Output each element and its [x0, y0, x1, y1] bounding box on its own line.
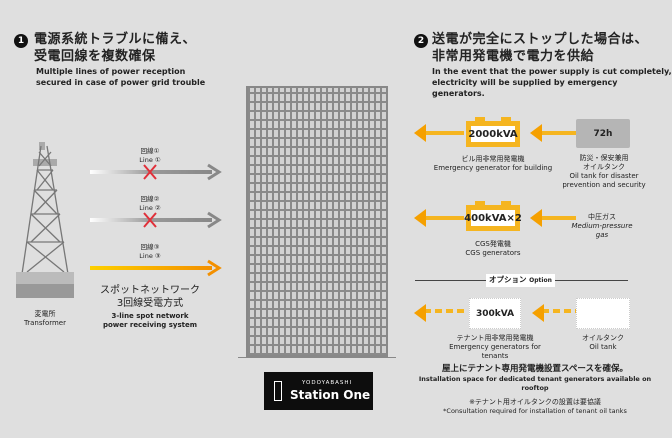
label-jp: 回線③ — [140, 243, 160, 251]
rooftop-jp: 屋上にテナント専用発電機設置スペースを確保。 — [442, 364, 628, 374]
label-en: Medium-pressure gas — [571, 222, 633, 239]
title-line: 送電が完全にストップした場合は、 — [432, 32, 649, 47]
label-en: Line ② — [139, 203, 161, 212]
label-jp: ビル用非常用発電機 — [461, 155, 525, 163]
step-1-badge: 1 — [14, 34, 28, 48]
spot-network-caption: スポットネットワーク 3回線受電方式 3-line spot network p… — [88, 284, 212, 330]
subtitle-line: secured in case of power grid trouble — [36, 78, 206, 87]
ground-line — [238, 357, 396, 358]
label-jp: CGS発電機 — [475, 240, 511, 248]
label-en: Oil tank for disaster — [569, 172, 639, 180]
label-jp: オイルタンク — [583, 163, 625, 171]
section1-subtitle: Multiple lines of power reception secure… — [36, 66, 205, 88]
section2-title: 送電が完全にストップした場合は、 非常用発電機で電力を供給 — [432, 31, 648, 65]
note-en: *Consultation required for installation … — [443, 407, 627, 415]
step-2-badge: 2 — [414, 34, 428, 48]
dashed-arrow-left-icon — [414, 304, 464, 322]
line-2-failure-x-icon — [143, 212, 157, 228]
label-en: Line ③ — [139, 251, 161, 260]
label-en: prevention and security — [562, 181, 646, 189]
generator-flow-arrows — [414, 124, 576, 322]
tenant-oil-tank-box — [576, 298, 630, 329]
dashed-arrow-left-icon — [532, 304, 576, 322]
line-3-arrow — [90, 259, 222, 277]
station-one-logo: YODOYABASHI Station One — [264, 372, 373, 410]
rooftop-note: 屋上にテナント専用発電機設置スペースを確保。 Installation spac… — [410, 364, 660, 416]
label-jp: 中圧ガス — [588, 213, 616, 221]
caption-jp: 3回線受電方式 — [116, 298, 184, 309]
arrow-left-icon — [530, 124, 576, 142]
label-en: Emergency generators for tenants — [449, 343, 541, 360]
label-en: Line ① — [139, 155, 161, 164]
subtitle-line: Multiple lines of power reception — [36, 67, 186, 76]
label-en: Oil tank — [589, 343, 617, 351]
label-jp: オイルタンク — [582, 334, 624, 342]
cgs-generator-box: 400kVA×2 — [464, 201, 522, 231]
logo-mark-icon — [274, 381, 282, 401]
option-en: Option — [529, 277, 552, 284]
transformer-label: 変電所 Transformer — [12, 310, 78, 328]
label-jp: テナント用非常用発電機 — [456, 334, 534, 342]
subtitle-line: In the event that the power supply is cu… — [432, 67, 672, 76]
label-en: Transformer — [23, 319, 66, 327]
subtitle-line: electricity will be supplied by emergenc… — [432, 78, 618, 98]
option-jp: オプション — [489, 275, 527, 284]
logo-small-text: YODOYABASHI — [302, 380, 353, 386]
label-en: Emergency generator for building — [433, 164, 553, 172]
transmission-tower-icon — [16, 142, 74, 298]
arrow-left-icon — [414, 124, 464, 142]
title-line: 電源系統トラブルに備え、 — [34, 32, 197, 47]
rooftop-en: Installation space for dedicated tenant … — [418, 375, 652, 392]
section2-subtitle: In the event that the power supply is cu… — [432, 66, 672, 99]
caption-en: power receiving system — [102, 321, 198, 329]
label-jp: 防災・保安兼用 — [579, 154, 629, 162]
note-jp: ※テナント用オイルタンクの設置は要協議 — [469, 398, 601, 406]
title-line: 非常用発電機で電力を供給 — [432, 49, 595, 64]
line-1-failure-x-icon — [143, 164, 157, 180]
label-en: CGS generators — [465, 249, 521, 257]
label-jp: 回線① — [140, 147, 160, 155]
section1-title: 電源系統トラブルに備え、 受電回線を複数確保 — [34, 31, 196, 65]
power-lines-diagram — [90, 163, 222, 277]
building-illustration — [246, 86, 388, 357]
label-jp: 回線② — [140, 195, 160, 203]
caption-jp: スポットネットワーク — [100, 285, 200, 296]
arrow-left-icon — [414, 209, 464, 227]
tenant-generator-box: 300kVA — [469, 298, 521, 329]
logo-name: Station One — [290, 388, 371, 402]
caption-en: 3-line spot network — [111, 312, 189, 320]
title-line: 受電回線を複数確保 — [34, 49, 156, 64]
label-jp: 変電所 — [34, 310, 56, 318]
oil-tank-box: 72h — [576, 119, 630, 148]
building-generator-box: 2000kVA — [466, 117, 520, 147]
arrow-left-icon — [530, 209, 576, 227]
option-label: オプション Option — [486, 274, 555, 287]
